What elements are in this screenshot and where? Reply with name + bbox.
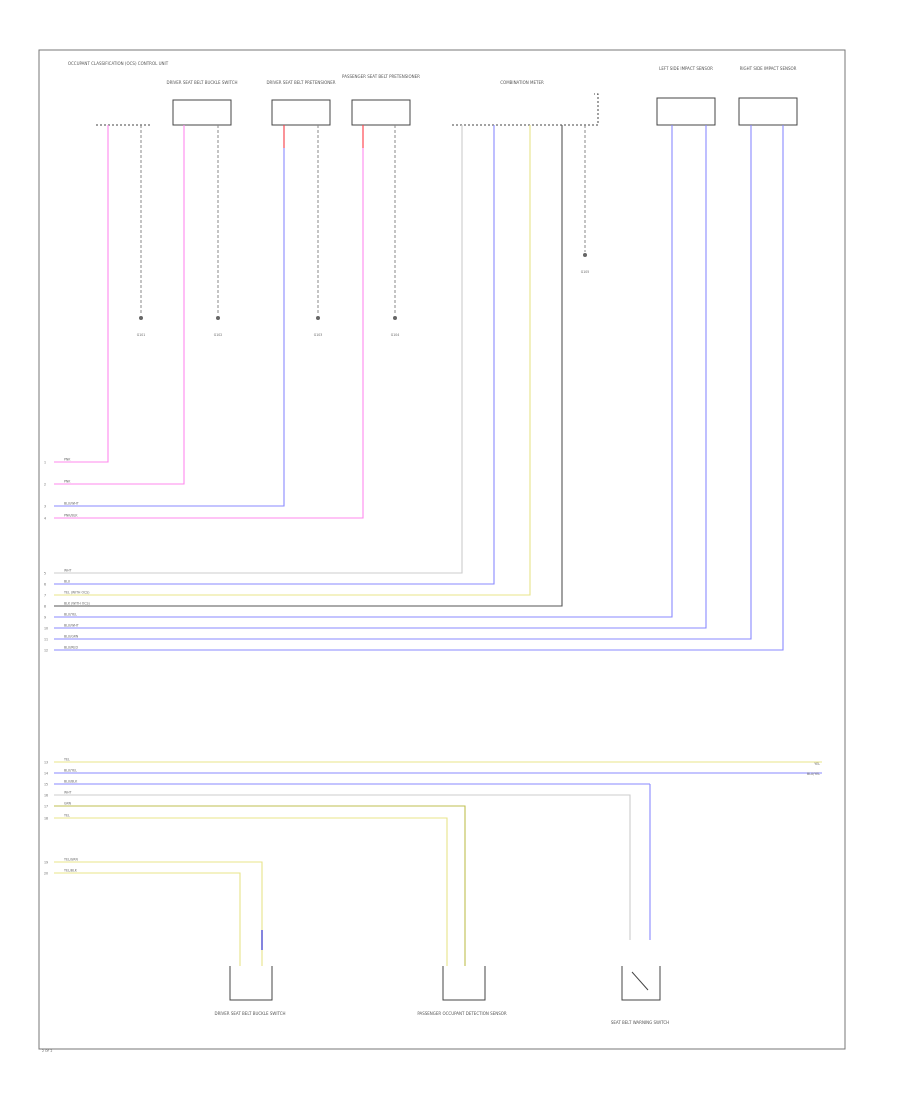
left-wire-pin: 6: [44, 583, 46, 587]
left-wire-pin: 18: [44, 817, 48, 821]
ground-label: G102: [214, 333, 223, 337]
component-combination-meter: COMBINATION METER: [452, 80, 599, 126]
ground-label: G104: [391, 333, 400, 337]
left-wire-pin: 16: [44, 794, 48, 798]
right-wire-label: YEL: [814, 762, 820, 766]
left-wire-pin: 14: [44, 772, 48, 776]
ground-drops: [140, 125, 586, 315]
ground-labels: G101 G102 G103 G104 G105: [137, 270, 590, 337]
wire-yel-ocs: [54, 125, 531, 596]
component-label: DRIVER SEAT BELT BUCKLE SWITCH: [214, 1011, 285, 1016]
left-wire-label: BLU/RED: [64, 646, 78, 650]
left-wire-pin: 5: [44, 572, 46, 576]
ground-symbols: [139, 253, 587, 320]
component-seat-belt-warning-switch: SEAT BELT WARNING SWITCH: [611, 966, 669, 1025]
wire-blu-yel: [54, 125, 673, 618]
component-bottom-buckle-switch: DRIVER SEAT BELT BUCKLE SWITCH: [214, 966, 286, 1016]
top-components: OCCUPANT CLASSIFICATION (OCS) CONTROL UN…: [68, 61, 798, 126]
left-wire-pin: 8: [44, 605, 46, 609]
component-label: DRIVER SEAT BELT BUCKLE SWITCH: [166, 80, 237, 85]
left-wire-pin: 19: [44, 861, 48, 865]
wire-blk-ocs: [54, 125, 563, 607]
wire-wht: [54, 125, 463, 574]
wire-wht-bus: [54, 794, 631, 940]
left-wire-label: BLK (WITH OCS): [64, 602, 90, 606]
left-wire-pin: 4: [44, 517, 46, 521]
right-wire-labels: YEL BLU/YEL: [807, 762, 820, 776]
component-label: PASSENGER SEAT BELT PRETENSIONER: [342, 74, 420, 79]
right-wire-label: BLU/YEL: [807, 772, 820, 776]
ground-icon: [139, 316, 143, 320]
component-driver-buckle-switch: DRIVER SEAT BELT BUCKLE SWITCH: [166, 80, 238, 126]
component-passenger-pretensioner: PASSENGER SEAT BELT PRETENSIONER: [342, 74, 420, 126]
wire-pnk-blk: [54, 125, 364, 519]
wire-blu: [54, 125, 495, 585]
diagram-frame: [38, 49, 846, 1050]
wire-pnk-1: [54, 125, 109, 463]
left-wire-label: BLU/YEL: [64, 769, 77, 773]
wire-blu-wht: [54, 125, 285, 507]
left-wire-label: WHT: [64, 569, 72, 573]
ground-label: G103: [314, 333, 323, 337]
left-wire-pin: 11: [44, 638, 48, 642]
left-wire-label: BLU/GRN: [64, 635, 79, 639]
left-wire-pin: 2: [44, 483, 46, 487]
left-wire-label: PNK: [64, 480, 71, 484]
page-mark: 2 OF 2: [42, 1049, 52, 1053]
ground-icon: [216, 316, 220, 320]
component-driver-pretensioner: DRIVER SEAT BELT PRETENSIONER: [266, 80, 336, 126]
left-wire-label: YEL/GRN: [64, 858, 78, 862]
left-wire-label: WHT: [64, 791, 72, 795]
left-wire-label: YEL: [64, 758, 70, 762]
left-wire-pin: 3: [44, 505, 46, 509]
ground-icon: [316, 316, 320, 320]
bottom-components: DRIVER SEAT BELT BUCKLE SWITCH PASSENGER…: [214, 966, 669, 1025]
left-wire-pin: 1: [44, 461, 46, 465]
left-wire-label: BLU/BLK: [64, 780, 78, 784]
wires-upper: [54, 125, 822, 966]
left-wire-pin: 20: [44, 872, 48, 876]
left-wire-label: BLU/WHT: [64, 502, 79, 506]
component-label: DRIVER SEAT BELT PRETENSIONER: [266, 80, 335, 85]
wire-blu-wht-2: [54, 125, 707, 629]
component-label: OCCUPANT CLASSIFICATION (OCS) CONTROL UN…: [68, 61, 169, 66]
left-wire-pin: 10: [44, 627, 48, 631]
component-label: RIGHT SIDE IMPACT SENSOR: [740, 66, 797, 71]
component-occupant-detection-sensor: PASSENGER OCCUPANT DETECTION SENSOR: [417, 966, 507, 1016]
component-left-side-impact-sensor: LEFT SIDE IMPACT SENSOR: [656, 66, 716, 126]
wire-yel-bus-2: [54, 817, 448, 966]
component-label: COMBINATION METER: [500, 80, 544, 85]
component-right-side-impact-sensor: RIGHT SIDE IMPACT SENSOR: [738, 66, 798, 126]
component-label: LEFT SIDE IMPACT SENSOR: [659, 66, 713, 71]
ground-icon: [393, 316, 397, 320]
left-wire-pin: 9: [44, 616, 46, 620]
left-wire-label: YEL (WITH OCS): [64, 591, 89, 595]
left-wire-pin: 17: [44, 805, 48, 809]
component-label: SEAT BELT WARNING SWITCH: [611, 1020, 669, 1025]
ground-label: G105: [581, 270, 590, 274]
left-wire-label: BLU/WHT: [64, 624, 79, 628]
left-wire-label: BLU: [64, 580, 71, 584]
wire-blu-grn: [54, 125, 752, 640]
wire-yel-blk: [54, 872, 241, 966]
ground-label: G101: [137, 333, 146, 337]
left-wire-label: YEL/BLK: [64, 869, 78, 873]
left-wire-pin: 13: [44, 761, 48, 765]
left-wire-pin: 15: [44, 783, 48, 787]
wire-blu-red: [54, 125, 784, 651]
left-wire-label: PNK: [64, 458, 71, 462]
component-ocs-unit: OCCUPANT CLASSIFICATION (OCS) CONTROL UN…: [68, 61, 169, 126]
wire-pnk-2: [54, 125, 185, 485]
left-wire-label: BLU/YEL: [64, 613, 77, 617]
left-wire-label: PNK/BLK: [64, 514, 78, 518]
component-label: PASSENGER OCCUPANT DETECTION SENSOR: [417, 1011, 507, 1016]
wire-grn-bus: [54, 805, 466, 966]
left-wire-pin: 12: [44, 649, 48, 653]
ground-icon: [583, 253, 587, 257]
left-wire-label: YEL: [64, 814, 70, 818]
left-wire-label: GRN: [64, 802, 72, 806]
left-wire-pin: 7: [44, 594, 46, 598]
